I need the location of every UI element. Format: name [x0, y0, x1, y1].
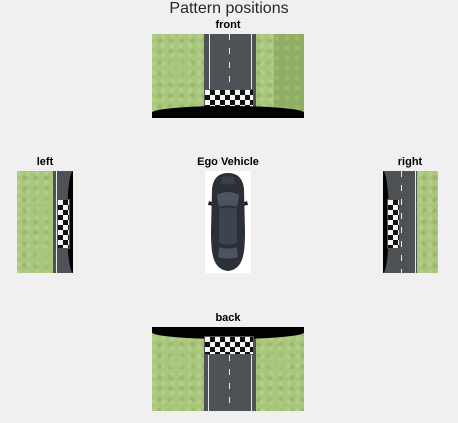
figure-title: Pattern positions [169, 0, 289, 17]
front-calibration-pattern [204, 89, 254, 108]
left-camera-view [17, 171, 73, 273]
back-label: back [215, 312, 241, 324]
front-label: front [215, 19, 241, 31]
ego-vehicle-image [205, 171, 251, 273]
back-camera-view [152, 327, 304, 411]
front-camera-view [152, 34, 304, 118]
right-calibration-pattern [387, 199, 400, 249]
right-camera-view [383, 171, 438, 273]
ego-vehicle-label: Ego Vehicle [197, 156, 259, 168]
left-label: left [36, 156, 54, 168]
car-icon [208, 173, 248, 271]
right-label: right [397, 156, 423, 168]
left-calibration-pattern [57, 199, 70, 249]
back-calibration-pattern [204, 336, 254, 355]
